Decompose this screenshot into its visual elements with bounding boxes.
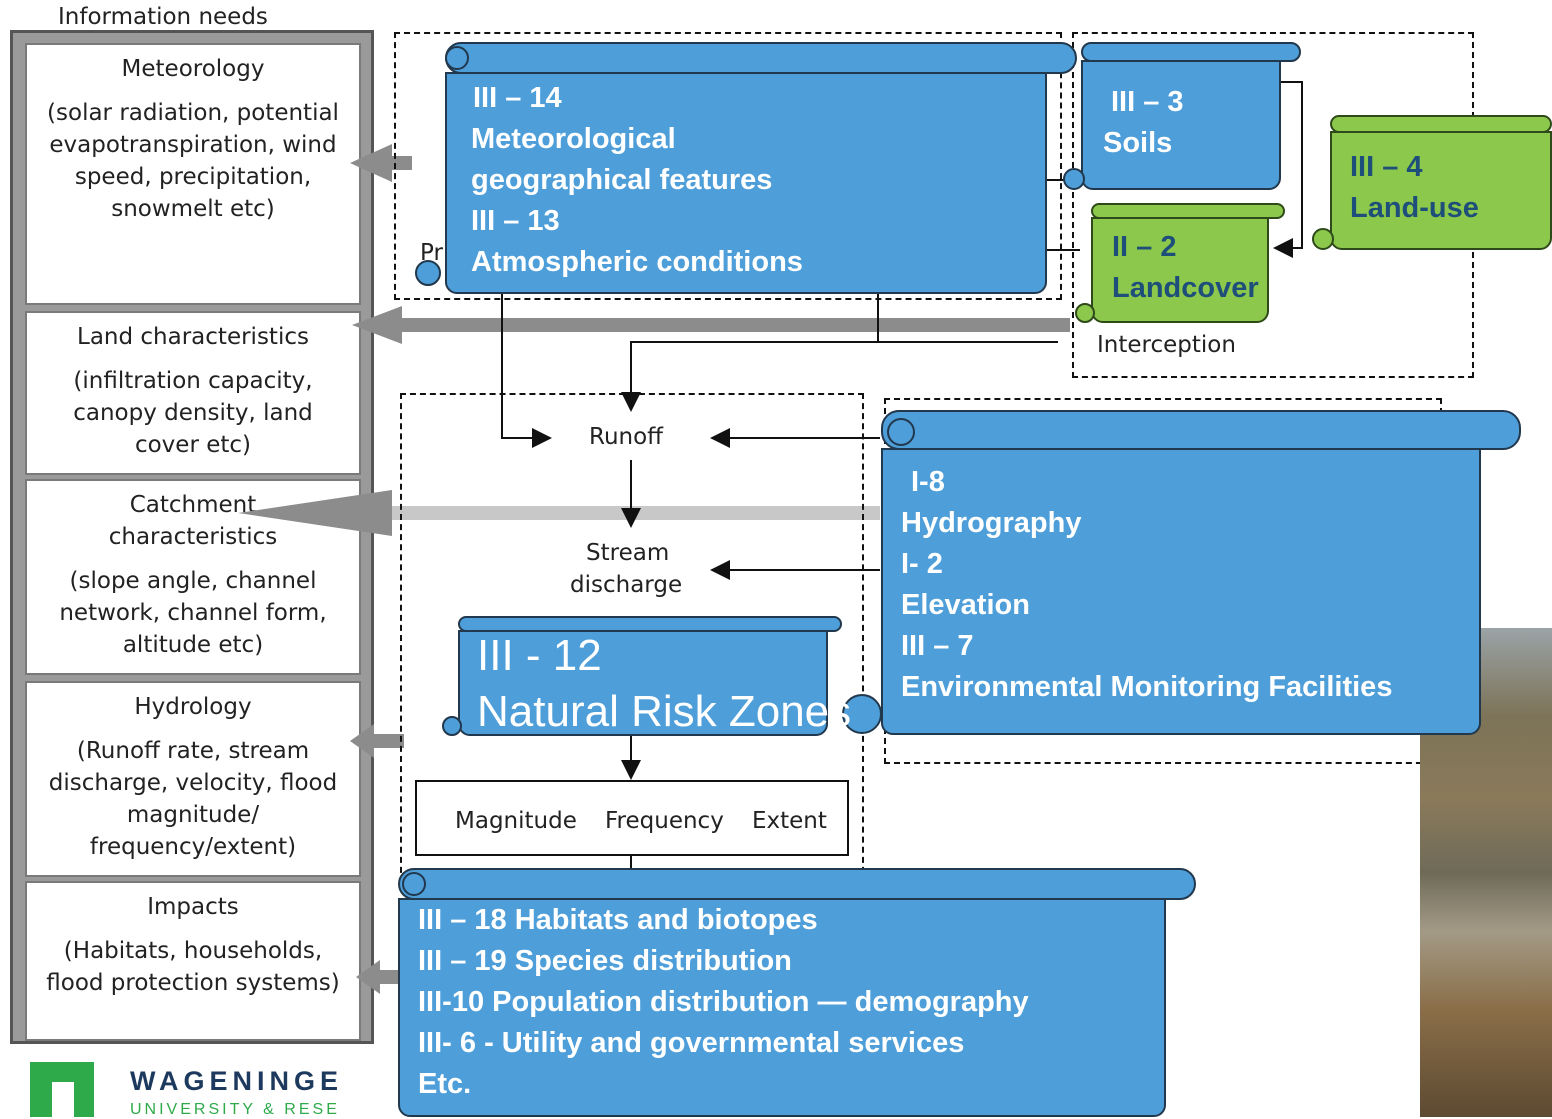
scroll-impacts-themes: III – 18 Habitats and biotopes III – 19 … [398, 868, 1196, 1117]
theme-item: Etc. [418, 1068, 472, 1100]
need-meteorology: Meteorology (solar radiation, potential … [25, 43, 361, 305]
theme-item: III – 19 Species distribution [418, 945, 792, 977]
precipitation-process-box [394, 32, 1062, 300]
theme-name: geographical features [471, 164, 773, 196]
need-detail: (Habitats, households, flood protection … [46, 938, 340, 996]
need-heading: Catchment characteristics [108, 492, 278, 550]
theme-name: Meteorological [471, 123, 676, 155]
need-detail: (infiltration capacity, canopy density, … [73, 368, 313, 458]
need-heading: Hydrology [134, 694, 252, 720]
theme-code: III – 3 [1111, 86, 1184, 118]
stream-label: Stream [586, 540, 670, 566]
scroll-meteorology-themes: III – 14 Meteorological geographical fea… [415, 42, 1077, 294]
information-needs-title: Information needs [58, 4, 268, 30]
theme-name: Soils [1103, 127, 1173, 159]
need-detail: (Runoff rate, stream discharge, velocity… [48, 738, 338, 860]
frequency-label: Frequency [605, 808, 724, 834]
scroll-landcover-theme: II – 2 Landcover [1075, 203, 1285, 323]
need-heading: Impacts [147, 894, 239, 920]
theme-code: III – 13 [471, 205, 560, 237]
theme-name: Landcover [1112, 272, 1259, 304]
theme-name: Atmospheric conditions [471, 246, 803, 278]
theme-name: Elevation [901, 589, 1030, 621]
precipitation-label: Pr [420, 240, 443, 266]
theme-name: Hydrography [901, 507, 1082, 539]
theme-code: III - 12 [477, 631, 602, 680]
need-heading: Meteorology [121, 56, 265, 82]
theme-code: I- 2 [901, 548, 943, 580]
theme-name: Natural Risk Zones [477, 687, 852, 736]
theme-code: III – 4 [1350, 151, 1423, 183]
interception-label: Interception [1097, 332, 1236, 358]
extent-label: Extent [752, 808, 827, 834]
need-land-characteristics: Land characteristics (infiltration capac… [25, 311, 361, 475]
flood-metrics-box: Magnitude Frequency Extent [415, 780, 849, 856]
theme-item: III – 18 Habitats and biotopes [418, 904, 818, 936]
need-detail: (solar radiation, potential evapotranspi… [47, 100, 339, 222]
scroll-landuse-theme: III – 4 Land-use [1312, 115, 1552, 250]
theme-code: I-8 [911, 466, 945, 498]
magnitude-label: Magnitude [455, 808, 577, 834]
logo-name: WAGENINGE [130, 1066, 344, 1096]
information-needs-panel: Meteorology (solar radiation, potential … [10, 30, 374, 1044]
theme-name: Land-use [1350, 192, 1479, 224]
theme-item: III- 6 - Utility and governmental servic… [418, 1027, 965, 1059]
runoff-label: Runoff [589, 424, 664, 450]
theme-name: Environmental Monitoring Facilities [901, 671, 1393, 703]
theme-code: II – 2 [1112, 231, 1177, 263]
need-heading: Land characteristics [77, 324, 309, 350]
theme-item: III-10 Population distribution — demogra… [418, 986, 1029, 1018]
need-detail: (slope angle, channel network, channel f… [59, 568, 327, 658]
scroll-natural-risk-zones: III - 12 Natural Risk Zones [442, 616, 882, 736]
need-impacts: Impacts (Habitats, households, flood pro… [25, 881, 361, 1041]
discharge-label: discharge [570, 572, 683, 598]
need-hydrology: Hydrology (Runoff rate, stream discharge… [25, 681, 361, 877]
theme-code: III – 14 [473, 82, 562, 114]
theme-code: III – 7 [901, 630, 974, 662]
scroll-soils-theme: III – 3 Soils [1063, 42, 1301, 190]
wageningen-logo-icon-inner [52, 1082, 74, 1117]
logo-subtitle: UNIVERSITY & RESE [130, 1101, 340, 1118]
scroll-hydrography-themes: I-8 Hydrography I- 2 Elevation III – 7 E… [881, 410, 1521, 735]
